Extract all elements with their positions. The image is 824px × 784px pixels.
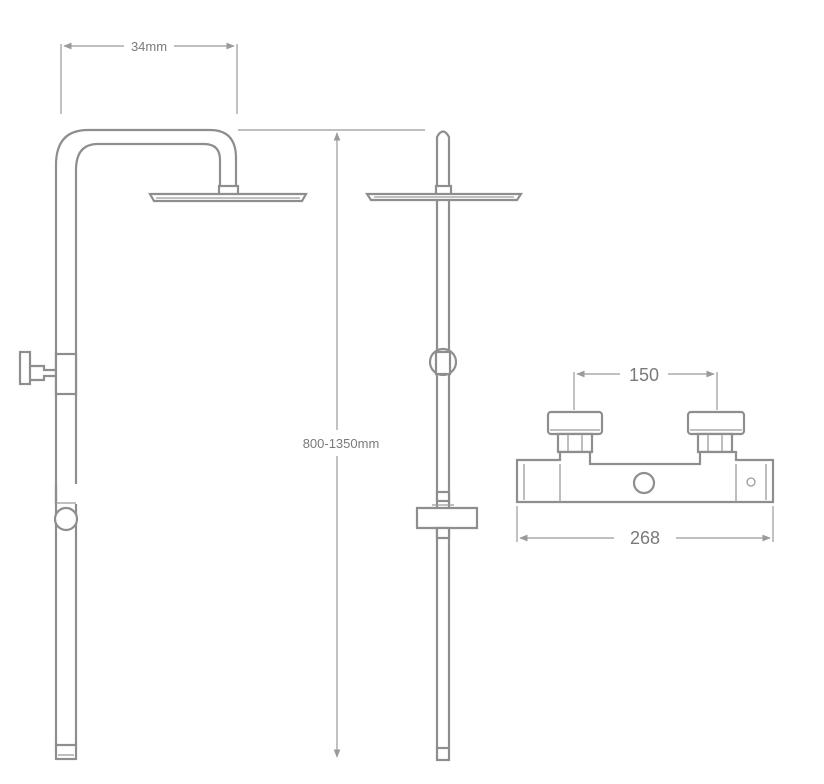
arm-dimension-label: 34mm xyxy=(131,39,167,54)
arm-dimension: 34mm xyxy=(60,39,238,114)
side-view: 34mm xyxy=(18,39,308,761)
height-dimension-label: 800-1350mm xyxy=(303,436,380,451)
riser-rail xyxy=(54,128,238,761)
diverter-knob-front xyxy=(428,347,458,377)
shower-head-side xyxy=(148,184,308,203)
slider-bracket-front xyxy=(415,490,479,540)
front-view xyxy=(364,130,524,762)
inlet-right xyxy=(686,410,746,454)
valve-centres-label: 150 xyxy=(629,365,659,385)
height-dimension: 800-1350mm xyxy=(238,129,425,758)
mixer-valve: 150 xyxy=(515,365,775,548)
valve-body xyxy=(515,450,775,504)
diverter-knob-side xyxy=(18,350,78,396)
valve-centres-dimension: 150 xyxy=(573,365,718,410)
slider-ball-side xyxy=(53,502,79,532)
valve-width-dimension: 268 xyxy=(516,506,774,548)
valve-width-label: 268 xyxy=(630,528,660,548)
inlet-left xyxy=(546,410,604,454)
